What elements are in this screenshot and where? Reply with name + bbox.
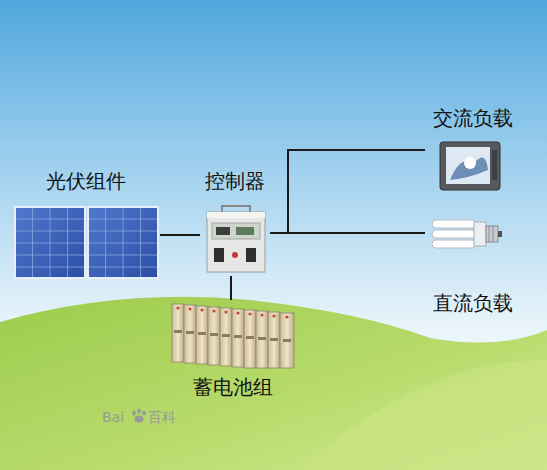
battery-bank — [172, 304, 294, 368]
ac-load-node: 交流负载 — [425, 105, 520, 195]
controller-box — [207, 206, 265, 272]
component-label: 直流负载 — [433, 290, 513, 316]
watermark: Bai 百科 — [102, 406, 182, 428]
battery-node: 蓄电池组 — [168, 300, 298, 400]
watermark-paw — [132, 408, 146, 422]
component-label: 交流负载 — [433, 105, 513, 131]
wire-line — [270, 232, 425, 234]
wire-connector — [160, 235, 200, 236]
hill-light — [300, 360, 547, 470]
wire-connector — [231, 276, 232, 300]
component-label: 控制器 — [205, 168, 265, 194]
tv-icon — [440, 142, 500, 190]
watermark-text: 百科 — [148, 407, 176, 427]
hill — [0, 297, 547, 470]
bulb-icon — [432, 220, 502, 248]
wire-connector — [270, 233, 425, 234]
wire-line — [230, 276, 232, 300]
component-label: 蓄电池组 — [193, 374, 273, 400]
solar-panels — [15, 207, 158, 278]
watermark-text: Bai — [102, 407, 124, 427]
wire-line — [270, 150, 425, 233]
wire-connector — [270, 150, 425, 233]
controller-node: 控制器 — [200, 168, 270, 276]
component-label: 光伏组件 — [46, 168, 126, 194]
solar-panel-node: 光伏组件 — [12, 168, 160, 280]
dc-load-node: 直流负载 — [425, 212, 520, 316]
wire-line — [160, 234, 200, 236]
